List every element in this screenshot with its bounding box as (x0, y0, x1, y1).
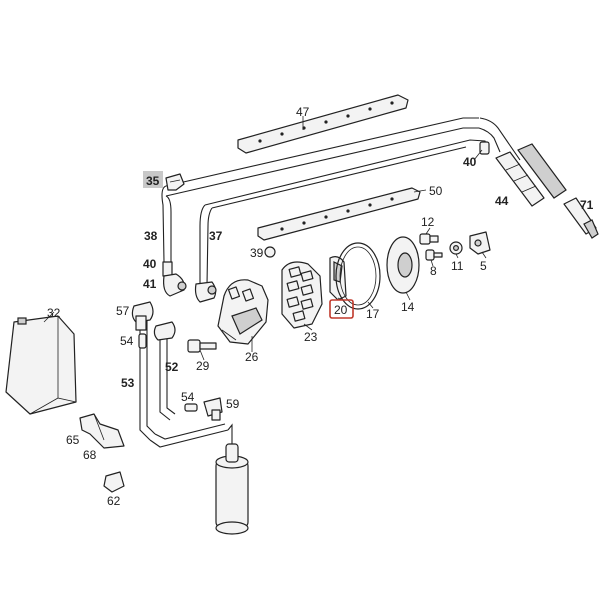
callout-29: 29 (196, 359, 210, 373)
wire-end-41 (162, 261, 187, 297)
gasket-17 (335, 242, 381, 310)
clamp-62 (103, 471, 125, 493)
screw-39 (264, 246, 276, 258)
callout-20-highlight-box (329, 299, 354, 319)
callout-57: 57 (116, 304, 130, 318)
bolt-29 (187, 339, 217, 353)
callout-labels: 47 40 35 50 44 71 38 37 12 39 40 41 8 11… (47, 105, 594, 508)
plug-connector-44 (495, 143, 567, 207)
callout-47: 47 (296, 105, 310, 119)
callout-23: 23 (304, 330, 318, 344)
callout-62: 62 (107, 494, 121, 508)
callout-50: 50 (429, 184, 443, 198)
callout-37: 37 (209, 229, 223, 243)
callout-14: 14 (401, 300, 415, 314)
distributor-cap-23 (281, 261, 323, 329)
callout-35[interactable]: 35 (146, 174, 160, 188)
clip-35 (165, 173, 185, 191)
callout-53: 53 (121, 376, 135, 390)
ignition-wiring (139, 117, 521, 448)
wire-rail-47 (237, 94, 409, 154)
screw-8 (425, 249, 443, 261)
callout-41: 41 (143, 277, 157, 291)
callout-32: 32 (47, 306, 61, 320)
nipple-54-a (138, 333, 147, 349)
connector-52 (153, 321, 176, 341)
nipple-54-b (184, 403, 198, 412)
callout-12: 12 (421, 215, 435, 229)
callout-5: 5 (480, 259, 487, 273)
callout-11: 11 (451, 259, 464, 273)
callout-54-lower: 54 (181, 390, 195, 404)
wire-end-37 (194, 281, 217, 303)
callout-65: 65 (66, 433, 80, 447)
connector-57 (131, 301, 154, 331)
bolt-12 (419, 233, 439, 245)
callout-17: 17 (366, 307, 380, 321)
callout-44: 44 (495, 194, 509, 208)
callout-68: 68 (83, 448, 97, 462)
callout-8: 8 (430, 264, 437, 278)
connector-40-top (479, 141, 490, 155)
callout-38: 38 (144, 229, 158, 243)
cover-disc-14 (386, 236, 420, 294)
washer-11 (449, 241, 463, 255)
bracket-5 (469, 231, 491, 255)
callout-39: 39 (250, 246, 264, 260)
wire-rail-50 (257, 187, 421, 241)
callout-20[interactable]: 20 (334, 303, 348, 317)
callout-59: 59 (226, 397, 240, 411)
connector-59 (203, 397, 223, 421)
clamp-65-68 (79, 413, 125, 449)
ignition-coil (215, 443, 249, 535)
distributor-base-26 (217, 279, 269, 345)
callout-40-left: 40 (143, 257, 157, 271)
housing-32 (5, 315, 77, 415)
callout-71: 71 (580, 198, 594, 212)
leader-lines (43, 116, 487, 361)
callout-54-upper: 54 (120, 334, 134, 348)
callout-35-shade (143, 171, 163, 188)
callout-52: 52 (165, 360, 179, 374)
callout-26: 26 (245, 350, 259, 364)
callout-40-top: 40 (463, 155, 477, 169)
spark-plug-71 (563, 197, 599, 239)
